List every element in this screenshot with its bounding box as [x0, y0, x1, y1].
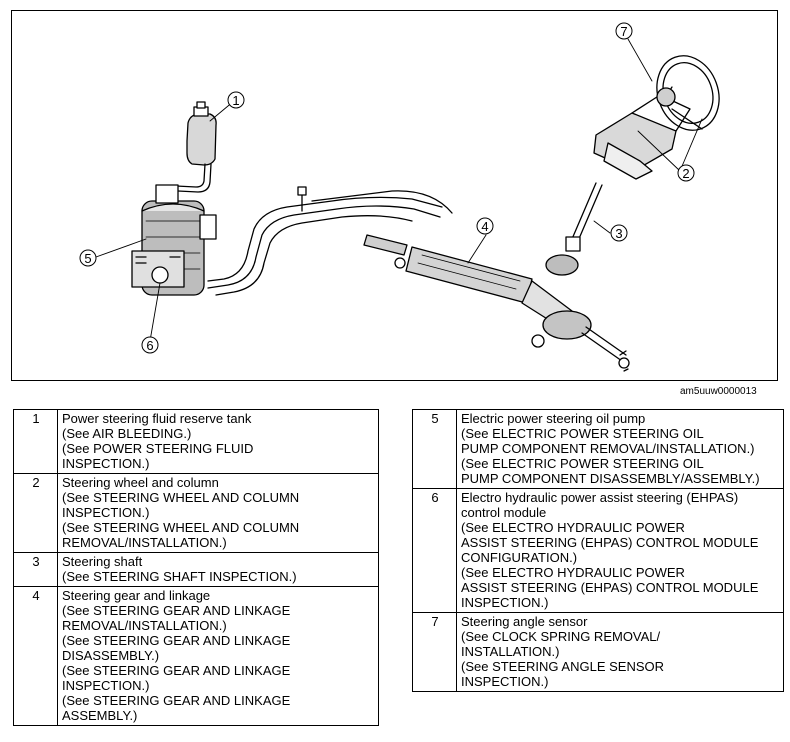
legend-item-description: Power steering fluid reserve tank(See AI…	[57, 409, 379, 474]
legend-item-number: 5	[412, 409, 457, 489]
callout-2-number: 2	[682, 166, 689, 181]
diagram-frame: 1 2 3 4 5 6 7	[11, 10, 778, 381]
component-name: Electro hydraulic power assist steering …	[461, 490, 739, 505]
reference-text: INSPECTION.)	[461, 595, 549, 610]
callout-5-number: 5	[84, 251, 91, 266]
reference-text: control module	[461, 505, 547, 520]
callout-7: 7	[615, 22, 633, 40]
reference-text: (See STEERING GEAR AND LINKAGE	[62, 663, 291, 678]
callout-5: 5	[79, 249, 97, 267]
steering-shaft-drawing	[545, 182, 603, 276]
legend-item-description: Steering angle sensor(See CLOCK SPRING R…	[456, 612, 784, 692]
legend-row: 6 Electro hydraulic power assist steering…	[412, 488, 784, 613]
reference-text: (See ELECTRIC POWER STEERING OIL	[461, 426, 704, 441]
component-name: Electric power steering oil pump	[461, 411, 646, 426]
reference-text: REMOVAL/INSTALLATION.)	[62, 618, 227, 633]
steering-gear-drawing	[363, 234, 630, 372]
callout-7-number: 7	[620, 24, 627, 39]
callout-6: 6	[141, 336, 159, 354]
reference-text: (See STEERING ANGLE SENSOR	[461, 659, 665, 674]
reference-text: (See STEERING GEAR AND LINKAGE	[62, 693, 291, 708]
legend-item-description: Steering wheel and column(See STEERING W…	[57, 473, 379, 553]
hose-lines-drawing	[207, 186, 453, 296]
legend-item-number: 2	[13, 473, 58, 553]
legend-item-number: 3	[13, 552, 58, 587]
callout-3: 3	[610, 224, 628, 242]
reference-text: INSPECTION.)	[62, 456, 150, 471]
reference-text: ASSIST STEERING (EHPAS) CONTROL MODULE	[461, 535, 759, 550]
steering-column-drawing	[593, 86, 691, 180]
reference-text: PUMP COMPONENT REMOVAL/INSTALLATION.)	[461, 441, 755, 456]
legend-item-description: Steering shaft(See STEERING SHAFT INSPEC…	[57, 552, 379, 587]
reference-text: (See POWER STEERING FLUID	[62, 441, 254, 456]
reference-text: (See STEERING WHEEL AND COLUMN	[62, 490, 300, 505]
component-name: Steering wheel and column	[62, 475, 219, 490]
component-name: Power steering fluid reserve tank	[62, 411, 252, 426]
callout-6-number: 6	[146, 338, 153, 353]
reference-text: INSPECTION.)	[62, 678, 150, 693]
steering-wheel-drawing	[656, 55, 720, 131]
oil-pump-drawing	[141, 184, 217, 296]
reference-text: (See ELECTRO HYDRAULIC POWER	[461, 565, 685, 580]
callout-1-number: 1	[232, 93, 239, 108]
legend-item-description: Steering gear and linkage(See STEERING G…	[57, 586, 379, 726]
reference-text: (See AIR BLEEDING.)	[62, 426, 192, 441]
legend-item-description: Electric power steering oil pump(See ELE…	[456, 409, 784, 489]
callout-1: 1	[227, 91, 245, 109]
component-name: Steering gear and linkage	[62, 588, 211, 603]
reference-text: (See CLOCK SPRING REMOVAL/	[461, 629, 661, 644]
reference-text: (See ELECTRIC POWER STEERING OIL	[461, 456, 704, 471]
reference-text: (See STEERING GEAR AND LINKAGE	[62, 633, 291, 648]
reference-text: (See STEERING WHEEL AND COLUMN	[62, 520, 300, 535]
ehpas-module-drawing	[131, 250, 185, 288]
reference-text: INSPECTION.)	[461, 674, 549, 689]
reference-text: INSPECTION.)	[62, 505, 150, 520]
reference-text: ASSEMBLY.)	[62, 708, 138, 723]
legend-item-number: 1	[13, 409, 58, 474]
legend-item-number: 4	[13, 586, 58, 726]
reserve-tank-drawing	[175, 101, 217, 193]
legend-item-number: 7	[412, 612, 457, 692]
reference-text: INSTALLATION.)	[461, 644, 560, 659]
reference-text: (See STEERING GEAR AND LINKAGE	[62, 603, 291, 618]
callout-4-number: 4	[481, 219, 488, 234]
legend-item-description: Electro hydraulic power assist steering …	[456, 488, 784, 613]
reference-text: (See STEERING SHAFT INSPECTION.)	[62, 569, 297, 584]
reference-text: DISASSEMBLY.)	[62, 648, 160, 663]
callout-2: 2	[677, 164, 695, 182]
steering-system-diagram: 1 2 3 4 5 6 7	[79, 22, 720, 372]
callout-3-number: 3	[615, 226, 622, 241]
reference-text: REMOVAL/INSTALLATION.)	[62, 535, 227, 550]
reference-text: CONFIGURATION.)	[461, 550, 578, 565]
reference-text: (See ELECTRO HYDRAULIC POWER	[461, 520, 685, 535]
reference-text: ASSIST STEERING (EHPAS) CONTROL MODULE	[461, 580, 759, 595]
legend-item-number: 6	[412, 488, 457, 613]
component-name: Steering angle sensor	[461, 614, 588, 629]
image-code: am5uuw0000013	[680, 386, 757, 397]
reference-text: PUMP COMPONENT DISASSEMBLY/ASSEMBLY.)	[461, 471, 760, 486]
callout-4: 4	[476, 217, 494, 235]
component-name: Steering shaft	[62, 554, 143, 569]
leader-lines	[95, 38, 703, 342]
